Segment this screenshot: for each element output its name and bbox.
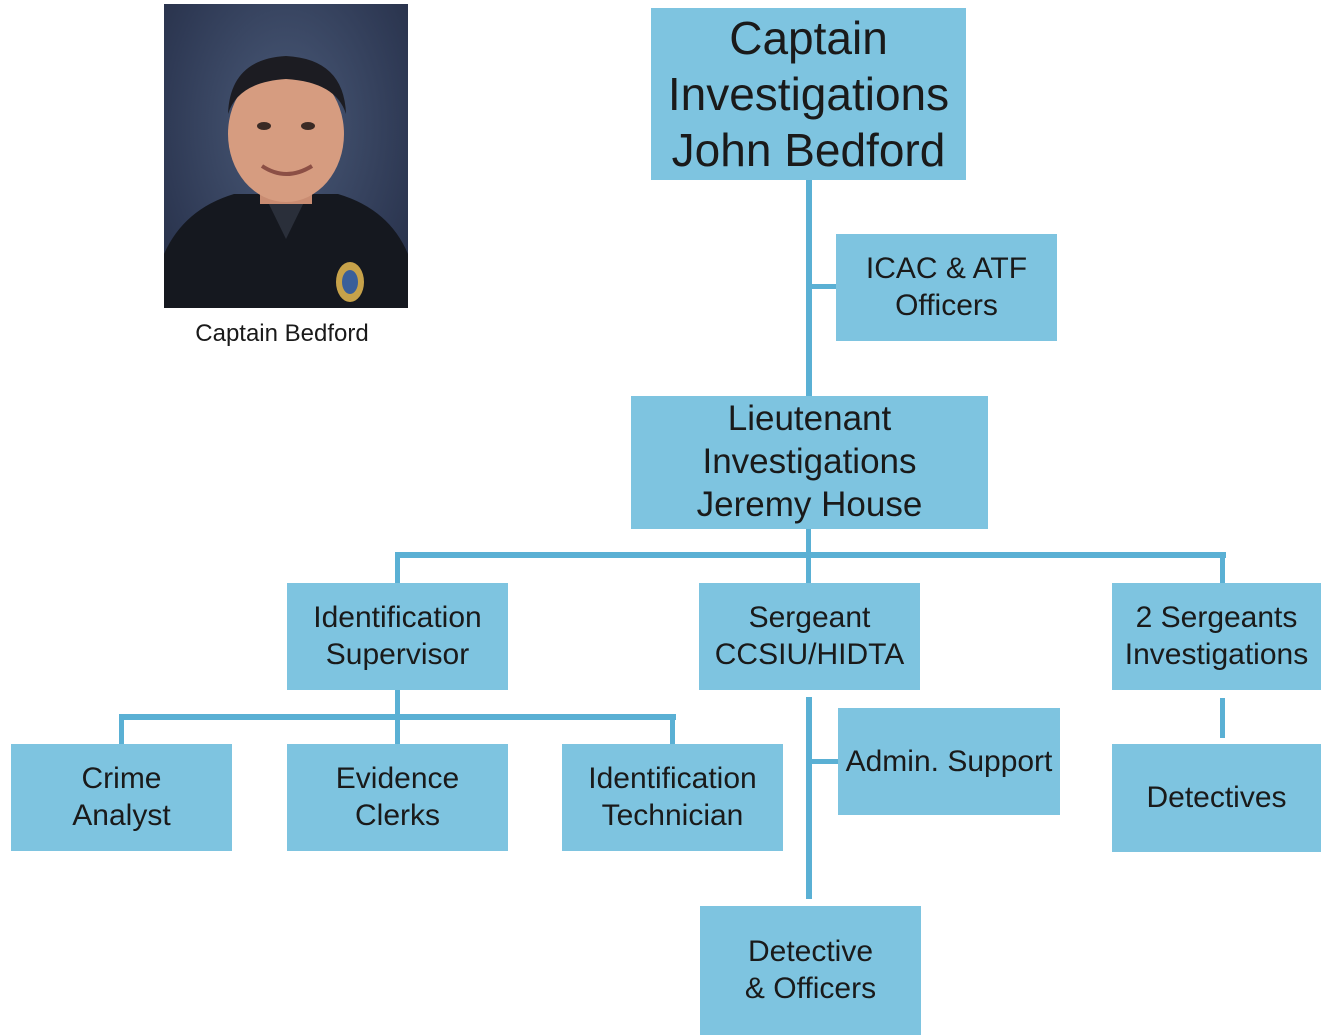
node-evidence-clerks: Evidence Clerks bbox=[287, 744, 508, 851]
node-lieutenant-line2: Investigations bbox=[702, 442, 917, 482]
node-captain: Captain Investigations John Bedford bbox=[651, 8, 966, 180]
connector-bus-sergeant bbox=[806, 552, 811, 583]
node-admin-support-line1: Admin. Support bbox=[845, 745, 1053, 778]
node-id-supervisor-line1: Identification bbox=[313, 600, 482, 634]
node-two-sergeants-line2: Investigations bbox=[1124, 637, 1309, 671]
connector-icac-stub bbox=[806, 284, 836, 289]
node-crime-analyst-line2: Analyst bbox=[72, 798, 171, 832]
connector-bus-two-sergeants bbox=[1220, 552, 1225, 583]
connector-admin-stub bbox=[806, 759, 838, 764]
connector-bus-crime-analyst bbox=[119, 714, 124, 744]
node-id-technician-line1: Identification bbox=[588, 761, 757, 795]
node-icac-line1: ICAC & ATF bbox=[865, 251, 1028, 285]
node-two-sergeants: 2 Sergeants Investigations bbox=[1112, 583, 1321, 690]
node-id-technician: Identification Technician bbox=[562, 744, 783, 851]
node-crime-analyst-line1: Crime bbox=[81, 761, 162, 795]
photo-caption: Captain Bedford bbox=[195, 320, 369, 347]
connector-id-supervisor-down bbox=[395, 690, 400, 718]
node-detective-officers-line1: Detective bbox=[747, 934, 874, 968]
node-icac-line2: Officers bbox=[895, 288, 998, 322]
node-captain-line1: Captain bbox=[729, 11, 888, 64]
node-id-technician-line2: Technician bbox=[601, 798, 744, 832]
node-detectives: Detectives bbox=[1112, 744, 1321, 852]
officer-portrait-icon bbox=[164, 56, 408, 308]
node-lieutenant-line3: Jeremy House bbox=[696, 484, 923, 524]
node-sergeant-ccsiu: Sergeant CCSIU/HIDTA bbox=[699, 583, 920, 690]
connector-lieutenant-bus bbox=[806, 529, 811, 555]
node-evidence-clerks-line1: Evidence bbox=[335, 761, 460, 795]
connector-bus-id-technician bbox=[670, 714, 675, 744]
node-detective-officers-line2: & Officers bbox=[744, 971, 877, 1005]
node-id-supervisor-line2: Supervisor bbox=[325, 637, 470, 671]
node-id-supervisor: Identification Supervisor bbox=[287, 583, 508, 690]
captain-photo bbox=[164, 4, 408, 308]
node-evidence-clerks-line2: Clerks bbox=[354, 798, 440, 832]
node-sergeant-ccsiu-line2: CCSIU/HIDTA bbox=[714, 637, 905, 671]
connector-sergeant-down bbox=[806, 697, 812, 899]
node-icac: ICAC & ATF Officers bbox=[836, 234, 1057, 341]
node-detective-officers: Detective & Officers bbox=[700, 906, 921, 1035]
node-lieutenant-line1: Lieutenant bbox=[727, 399, 892, 439]
node-captain-line2: Investigations bbox=[667, 67, 950, 120]
connector-two-sergeants-detectives bbox=[1220, 698, 1225, 738]
node-captain-line3: John Bedford bbox=[671, 124, 946, 177]
node-detectives-line1: Detectives bbox=[1146, 780, 1287, 814]
node-two-sergeants-line1: 2 Sergeants bbox=[1135, 600, 1298, 634]
node-admin-support: Admin. Support bbox=[838, 708, 1060, 815]
node-lieutenant: Lieutenant Investigations Jeremy House bbox=[631, 396, 988, 529]
node-sergeant-ccsiu-line1: Sergeant bbox=[748, 600, 871, 634]
connector-bus-id-supervisor bbox=[395, 552, 400, 583]
node-crime-analyst: Crime Analyst bbox=[11, 744, 232, 851]
connector-bus-evidence-clerks bbox=[395, 714, 400, 744]
